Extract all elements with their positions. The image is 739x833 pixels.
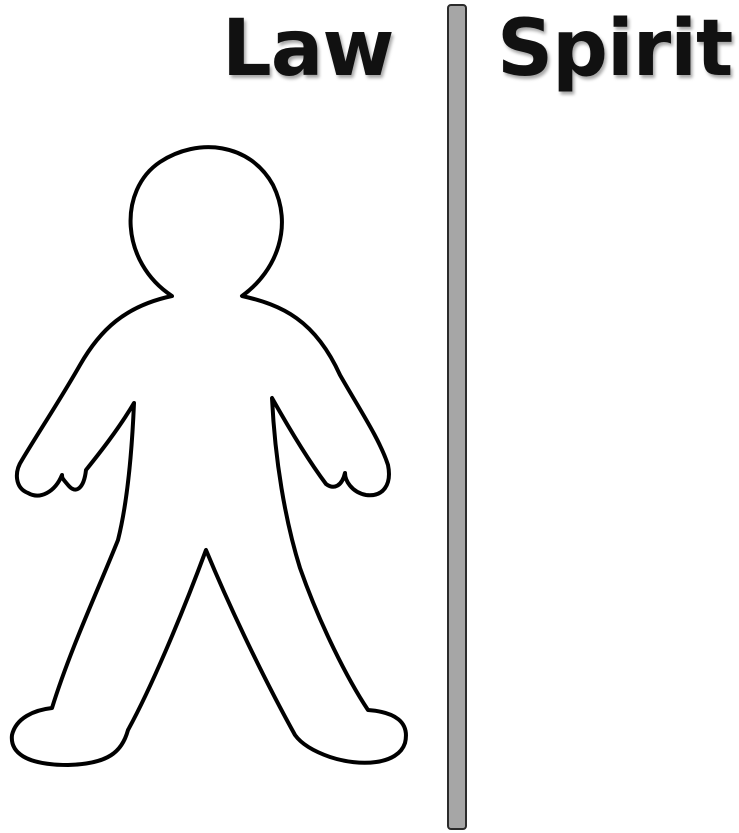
- person-outline-icon: [0, 0, 440, 833]
- vertical-divider: [447, 4, 467, 830]
- spirit-heading: Spirit: [497, 10, 732, 88]
